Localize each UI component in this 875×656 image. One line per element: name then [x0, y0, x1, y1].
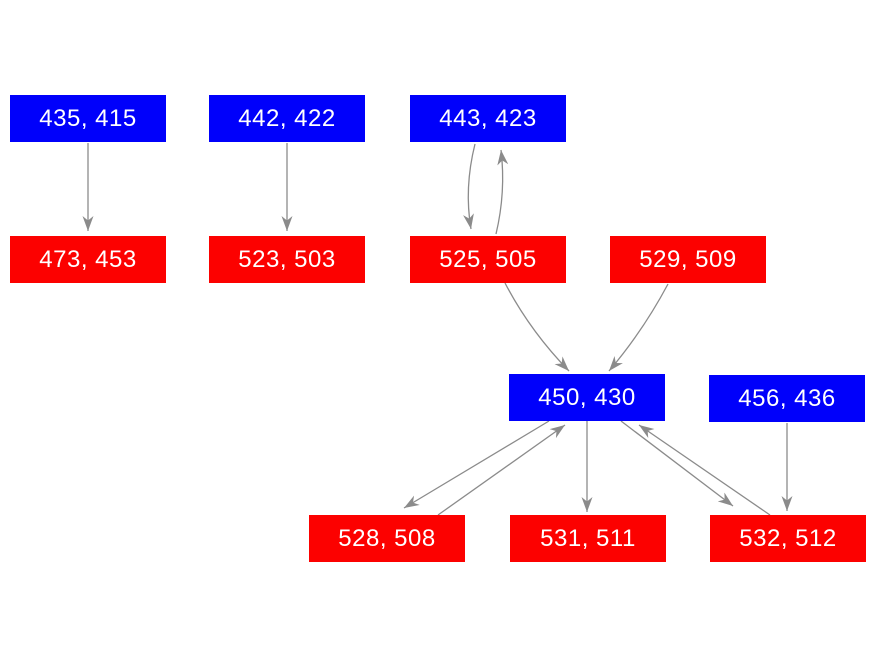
edge-532-512-to-450-430 — [638, 424, 771, 516]
node-442-422[interactable]: 442, 422 — [209, 95, 365, 142]
edge-443-423-to-525-505 — [463, 143, 476, 230]
node-450-430[interactable]: 450, 430 — [509, 374, 665, 421]
node-525-505[interactable]: 525, 505 — [410, 236, 566, 283]
node-443-423[interactable]: 443, 423 — [410, 95, 566, 142]
edge-529-509-to-450-430 — [608, 283, 669, 372]
node-523-503[interactable]: 523, 503 — [209, 236, 365, 283]
edge-528-508-to-450-430 — [437, 424, 566, 516]
edge-525-505-to-450-430 — [504, 282, 570, 372]
edge-450-430-to-528-508 — [403, 420, 550, 509]
node-456-436[interactable]: 456, 436 — [709, 375, 865, 422]
edge-450-430-to-532-512 — [620, 420, 734, 507]
node-435-415[interactable]: 435, 415 — [10, 95, 166, 142]
edge-525-505-to-443-423 — [495, 149, 509, 235]
node-473-453[interactable]: 473, 453 — [10, 236, 166, 283]
node-529-509[interactable]: 529, 509 — [610, 236, 766, 283]
node-532-512[interactable]: 532, 512 — [710, 515, 866, 562]
node-528-508[interactable]: 528, 508 — [309, 515, 465, 562]
node-531-511[interactable]: 531, 511 — [510, 515, 666, 562]
